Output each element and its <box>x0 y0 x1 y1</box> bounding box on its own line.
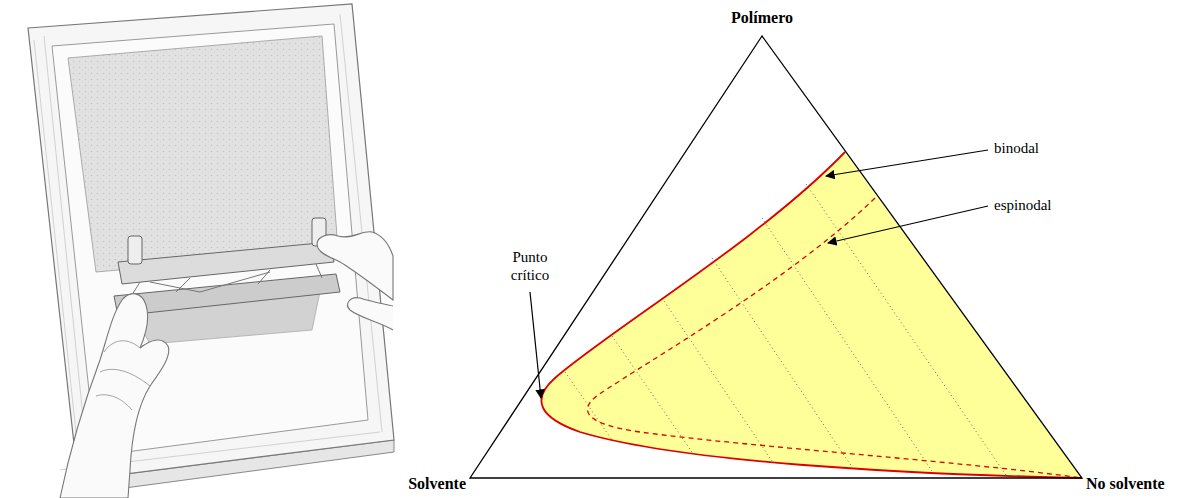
tie-line <box>662 298 772 461</box>
curve-label: espinodal <box>994 196 1052 214</box>
tie-line <box>762 218 932 471</box>
curve-label: binodal <box>994 139 1039 157</box>
vertex-label: Solvente <box>408 474 466 493</box>
casting-sketch <box>28 4 394 498</box>
paper-sheet <box>68 36 338 272</box>
leader-arrow <box>828 206 988 243</box>
spinodal-curve <box>587 198 1082 478</box>
ternary-triangle <box>470 36 1082 478</box>
tie-line <box>712 258 852 467</box>
binodal-curve <box>541 152 1082 478</box>
knife-struts <box>130 264 322 298</box>
two-phase-region <box>541 152 1082 478</box>
tie-lines <box>565 184 1006 475</box>
vertex-label: Polímero <box>731 8 793 27</box>
left-hand <box>60 294 169 498</box>
vertex-label: No solvente <box>1086 474 1165 493</box>
tie-line <box>806 184 1006 475</box>
right-hand-thumb <box>348 298 393 330</box>
screw-knob <box>128 236 142 264</box>
left-hand-fingers <box>96 341 150 410</box>
callout-label: Punto crítico <box>498 248 562 284</box>
leader-arrow <box>826 150 988 176</box>
knife-blade <box>114 274 340 316</box>
right-hand <box>317 232 393 300</box>
tie-line <box>612 336 692 452</box>
leader-arrow <box>530 292 541 398</box>
